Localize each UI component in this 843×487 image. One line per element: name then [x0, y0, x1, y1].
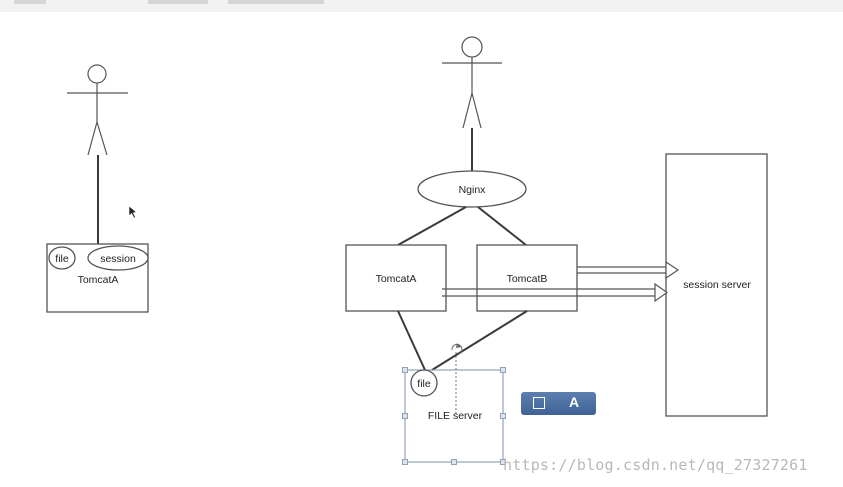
file-server-file-circle: [410, 369, 438, 397]
rotate-handle-icon[interactable]: [451, 343, 463, 355]
nginx-to-tomcat-a-link: [397, 206, 467, 246]
mouse-cursor-icon: [128, 205, 138, 219]
toolbar-tab[interactable]: [148, 0, 208, 4]
square-shape-icon[interactable]: [533, 397, 545, 409]
tomcat-b-to-file-link: [431, 310, 528, 371]
watermark-url: https://blog.csdn.net/qq_27327261: [503, 456, 808, 474]
tomcat-a-label: TomcatA: [376, 273, 417, 285]
selection-handles[interactable]: [402, 367, 506, 465]
left-user-figure: [67, 64, 128, 156]
tomcat-a-to-session-arrow: [442, 282, 669, 303]
left-file-label: file: [55, 253, 69, 265]
nginx-ellipse: [417, 170, 527, 208]
text-tool-icon[interactable]: A: [569, 394, 580, 410]
rotate-arrow-icon: [456, 343, 461, 348]
top-toolbar-strip: [0, 0, 843, 12]
tomcat-b-to-session-arrow: [577, 260, 680, 280]
left-session-ellipse: [87, 245, 149, 271]
file-server-label: FILE server: [428, 410, 483, 422]
session-server-box: [665, 153, 768, 417]
tomcat-b-label: TomcatB: [507, 273, 548, 285]
left-tomcat-label: TomcatA: [78, 274, 119, 286]
nginx-label: Nginx: [459, 184, 487, 196]
tomcat-a-to-file-link: [397, 310, 426, 371]
right-user-figure: [442, 36, 502, 129]
toolbar-tab[interactable]: [14, 0, 46, 4]
session-server-label: session server: [683, 279, 751, 291]
left-session-label: session: [100, 253, 136, 265]
nginx-to-tomcat-b-link: [477, 206, 527, 246]
tomcat-a-box: [345, 244, 447, 312]
left-file-ellipse: [48, 246, 76, 270]
file-server-file-label: file: [417, 378, 431, 390]
shape-text-toolbar[interactable]: A: [521, 392, 596, 415]
toolbar-tab[interactable]: [228, 0, 324, 4]
